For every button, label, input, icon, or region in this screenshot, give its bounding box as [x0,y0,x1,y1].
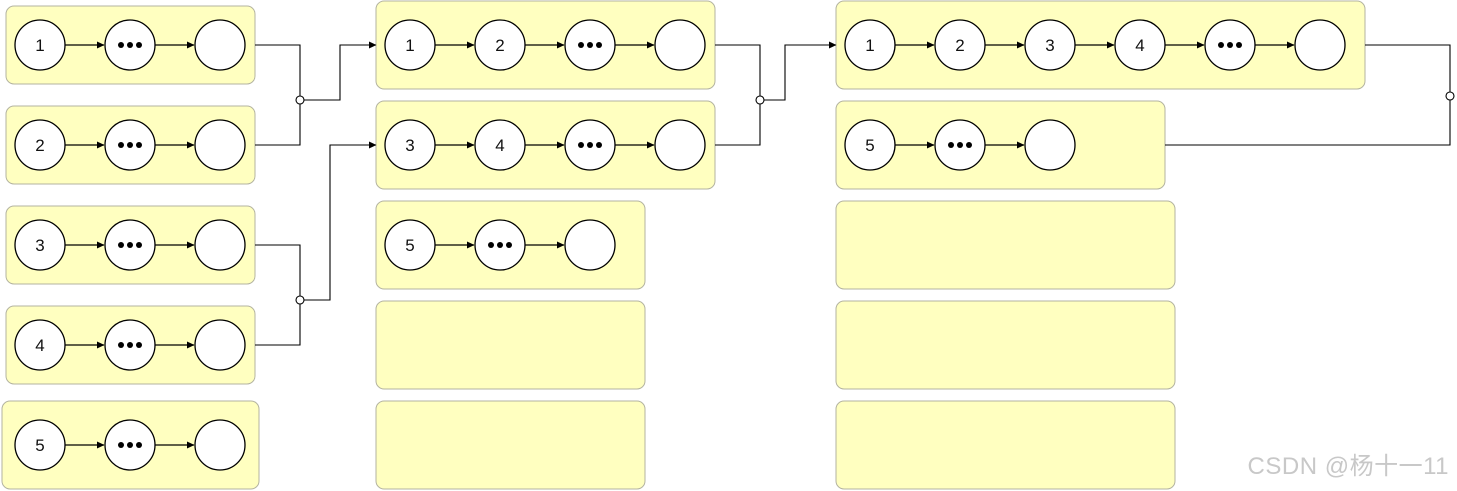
ellipsis-node-dots [488,242,512,248]
stage-3-list-box-3 [835,200,1176,290]
list-node-circle [14,119,66,171]
list-node-circle [194,419,246,471]
node-label: 5 [865,136,874,155]
node-label: 5 [35,436,44,455]
ellipsis-node-dots [118,342,142,348]
list-node-circle [1114,19,1166,71]
merge-junction-point [755,95,765,105]
list-node-circle [194,19,246,71]
list-node-circle [654,119,706,171]
list-node-circle [194,319,246,371]
list-node-circle [844,19,896,71]
list-node-circle [14,19,66,71]
node-label: 4 [1135,36,1144,55]
merge-connectors [255,41,1455,346]
ellipsis-node-dots [578,42,602,48]
list-node-circle [1024,119,1076,171]
node-label: 5 [405,236,414,255]
list-node-circle [844,119,896,171]
list-node-circle [194,119,246,171]
merge-connector-line [715,44,761,146]
node-label: 2 [955,36,964,55]
node-label: 3 [35,236,44,255]
ellipsis-node-dots [1218,42,1242,48]
ellipsis-node-dots [118,242,142,248]
node-label: 1 [405,36,414,55]
watermark-text: CSDN @杨十一11 [1247,453,1449,480]
node-label: 2 [495,36,504,55]
list-node-circle [14,419,66,471]
list-node-circle [934,19,986,71]
list-node-circle [194,219,246,271]
node-label: 4 [495,136,504,155]
stage-3-list-box-5 [835,400,1176,490]
list-node-circle [14,319,66,371]
list-node-circle [1024,19,1076,71]
list-node-circle [384,119,436,171]
merge-junction-point [295,95,305,105]
node-label: 2 [35,136,44,155]
stage-3-list-box-4 [835,300,1176,390]
ellipsis-node-dots [118,142,142,148]
list-node-circle [474,19,526,71]
merge-connector-line [300,141,377,301]
merge-connector-line [255,44,301,146]
node-label: 1 [865,36,874,55]
list-node-circle [474,119,526,171]
node-label: 4 [35,336,44,355]
merge-junction-point [295,295,305,305]
list-node-circle [654,19,706,71]
ellipsis-node-dots [578,142,602,148]
list-node-circle [564,219,616,271]
stage-2-list-box-4 [375,300,646,390]
node-label: 3 [405,136,414,155]
ellipsis-node-dots [118,442,142,448]
list-node-circle [384,19,436,71]
list-node-circle [384,219,436,271]
list-node-circle [14,219,66,271]
list-node-circle [1294,19,1346,71]
merge-connector-line [255,244,301,346]
ellipsis-node-dots [118,42,142,48]
node-label: 3 [1045,36,1054,55]
merge-junction-point [1445,91,1455,101]
ellipsis-node-dots [948,142,972,148]
stage-2-list-box-5 [375,400,646,490]
list-nodes: 1 2 3 4 5 1 2 3 4 5 1 2 3 4 5 [14,19,1346,471]
node-label: 1 [35,36,44,55]
merge-connector-line [300,41,377,101]
merge-connector-line [760,41,837,101]
